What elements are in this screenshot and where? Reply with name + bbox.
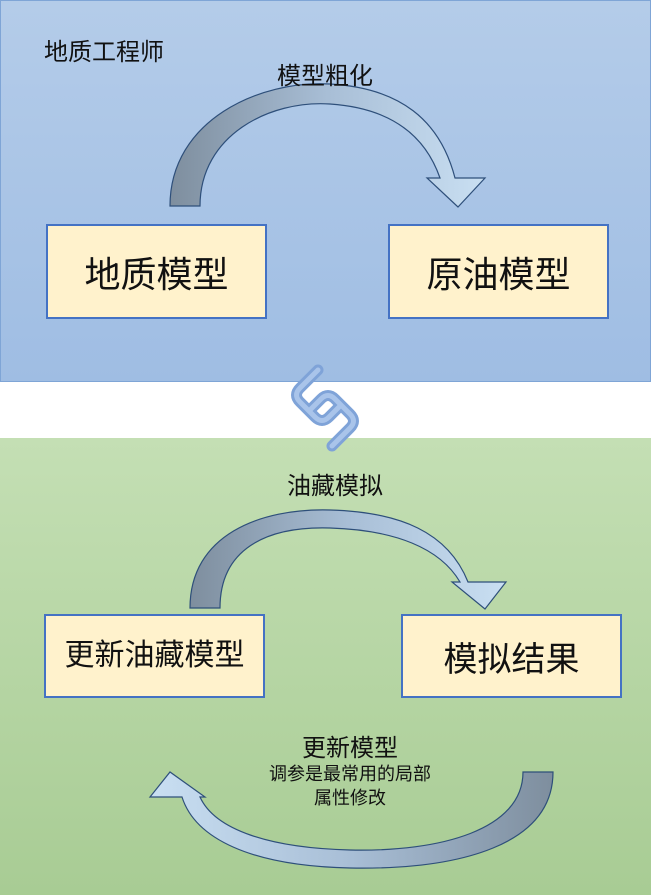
- coarsening-label: 模型粗化: [277, 62, 373, 90]
- update-model-note-line2: 属性修改: [314, 788, 386, 809]
- chain-link-icon: [291, 364, 359, 452]
- update-reservoir-model-text: 更新油藏模型: [64, 638, 245, 673]
- oil-model-box: 原油模型: [388, 224, 609, 319]
- simulation-result-box: 模拟结果: [401, 614, 622, 698]
- update-model-title: 更新模型: [302, 734, 398, 762]
- update-reservoir-model-box: 更新油藏模型: [44, 614, 265, 698]
- simulation-label: 油藏模拟: [287, 472, 383, 500]
- role-label: 地质工程师: [44, 38, 164, 66]
- simulation-arrow: [189, 509, 508, 610]
- update-model-note-line1: 调参是最常用的局部: [269, 764, 431, 785]
- geology-model-box: 地质模型: [46, 224, 267, 319]
- update-model-arrow: [148, 771, 554, 869]
- coarsening-arrow: [169, 83, 487, 208]
